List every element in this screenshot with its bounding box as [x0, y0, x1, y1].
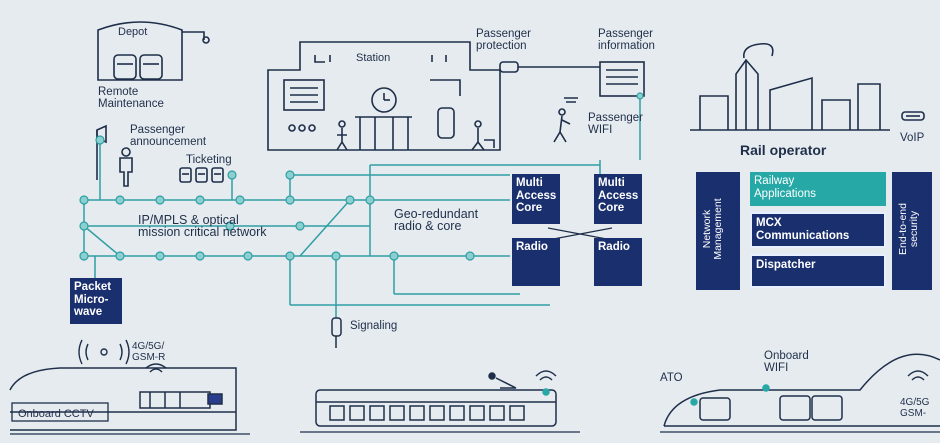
remote-maintenance-label: Remote Maintenance — [98, 86, 164, 110]
ato-label: ATO — [660, 372, 683, 384]
camera-icon — [500, 62, 600, 72]
network-management-box: Network Management — [696, 172, 740, 290]
passenger-announcement-label: Passenger announcement — [130, 124, 206, 148]
radio-waves-icon — [79, 340, 129, 364]
multi-access-core-box-2: Multi Access Core — [594, 174, 642, 224]
radio-standards-left-label: 4G/5G/ GSM-R — [132, 342, 165, 363]
signal-light-icon — [332, 318, 341, 348]
end-to-end-security-box: End-to-end security — [892, 172, 932, 290]
info-screen-icon — [600, 62, 644, 96]
railway-applications-box: Railway Applications — [750, 172, 886, 206]
onboard-cctv-label: Onboard CCTV — [18, 408, 94, 420]
voip-label: VoIP — [900, 132, 924, 144]
announcement-icon — [97, 126, 132, 186]
end-to-end-security-text: End-to-end security — [898, 174, 920, 284]
network-management-text: Network Management — [702, 174, 724, 284]
depot-icon — [98, 22, 209, 80]
passenger-information-label: Passenger information — [598, 28, 655, 52]
ticketing-label: Ticketing — [186, 154, 232, 166]
mcx-communications-box: MCX Communications — [750, 212, 886, 248]
depot-label: Depot — [118, 26, 147, 38]
passenger-protection-label: Passenger protection — [476, 28, 531, 52]
station-label: Station — [356, 52, 390, 64]
radio-box-2: Radio — [594, 238, 642, 286]
rail-operator-label: Rail operator — [740, 144, 826, 156]
left-train-icon — [10, 364, 236, 430]
rail-operator-city-icon — [690, 44, 890, 130]
signaling-label: Signaling — [350, 320, 397, 332]
ticketing-machines-icon — [180, 168, 223, 182]
geo-redundant-label: Geo-redundant radio & core — [394, 208, 478, 232]
packet-microwave-box: Packet Micro- wave — [70, 278, 122, 324]
wifi-person-icon — [554, 98, 578, 142]
onboard-wifi-label: Onboard WIFI — [764, 350, 809, 374]
radio-standards-right-label: 4G/5G GSM- — [900, 398, 929, 419]
voip-phone-icon — [902, 112, 924, 120]
multi-access-core-box-1: Multi Access Core — [512, 174, 560, 224]
dispatcher-box: Dispatcher — [750, 254, 886, 288]
network-label: IP/MPLS & optical mission critical netwo… — [138, 214, 267, 238]
passenger-wifi-label: Passenger WIFI — [588, 112, 643, 136]
middle-train-icon — [316, 371, 556, 426]
radio-box-1: Radio — [512, 238, 560, 286]
